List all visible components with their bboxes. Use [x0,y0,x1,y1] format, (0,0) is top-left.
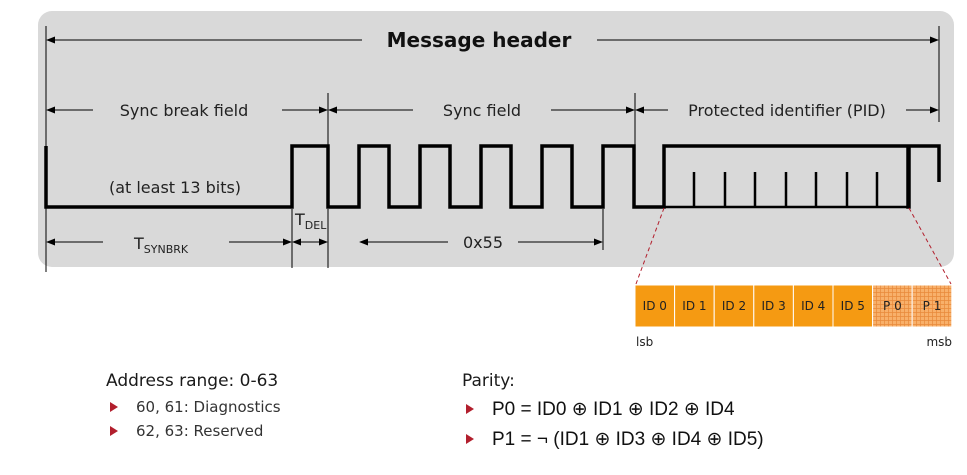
bullet-arrow-icon [110,426,118,436]
sync-break-field-label: Sync break field [120,101,249,120]
t-del-label: TDEL [294,210,327,232]
parity-heading: Parity: [462,371,515,391]
sync-field-label: Sync field [443,101,521,120]
pid-bit-cell [832,284,874,328]
pid-bit-cell [713,284,755,328]
parity-block: Parity: P0 = ID0 ⊕ ID1 ⊕ ID2 ⊕ ID4 P1 = … [462,371,764,455]
pid-zoom-lines [635,207,952,285]
pid-bit-cells: ID 0 ID 1 ID 2 ID 3 ID 4 ID 5 P 0 P 1 [634,284,953,328]
pid-bit-label: ID 3 [761,299,785,313]
pid-bit-label: ID 0 [643,299,667,313]
sync-value-label: 0x55 [463,233,503,252]
pid-bit-cell [872,284,913,328]
bullet-arrow-icon [466,404,474,414]
pid-bit-label: ID 1 [682,299,706,313]
lsb-label: lsb [636,335,653,349]
msb-label: msb [926,335,952,349]
pid-bit-ticks [692,172,879,207]
pid-field-label: Protected identifier (PID) [688,101,886,120]
pid-bit-cell [911,284,953,328]
address-range-list: 60, 61: Diagnostics 62, 63: Reserved [106,395,281,443]
timing-boundaries [291,209,604,268]
at-least-13-bits-label: (at least 13 bits) [109,178,241,197]
list-item: 60, 61: Diagnostics [106,395,281,419]
list-item: 62, 63: Reserved [106,419,281,443]
pid-bit-label: P 1 [923,299,942,313]
t-synbrk-label: TSYNBRK [133,234,189,256]
parity-list: P0 = ID0 ⊕ ID1 ⊕ ID2 ⊕ ID4 P1 = ¬ (ID1 ⊕… [462,395,764,455]
pid-bit-label: P 0 [883,299,902,313]
signal-waveform [44,144,941,209]
bullet-arrow-icon [110,402,118,412]
pid-bit-label: ID 2 [722,299,746,313]
pid-bit-cell [753,284,794,328]
pid-bit-label: ID 5 [841,299,865,313]
list-item: P1 = ¬ (ID1 ⊕ ID3 ⊕ ID4 ⊕ ID5) [462,425,764,455]
pid-bit-cell [674,284,715,328]
pid-bit-label: ID 4 [801,299,825,313]
list-item: P0 = ID0 ⊕ ID1 ⊕ ID2 ⊕ ID4 [462,395,764,425]
bullet-arrow-icon [466,434,474,444]
address-range-heading: Address range: 0-63 [106,371,279,391]
message-header-title: Message header [387,28,572,52]
address-range-block: Address range: 0-63 60, 61: Diagnostics … [106,371,281,443]
